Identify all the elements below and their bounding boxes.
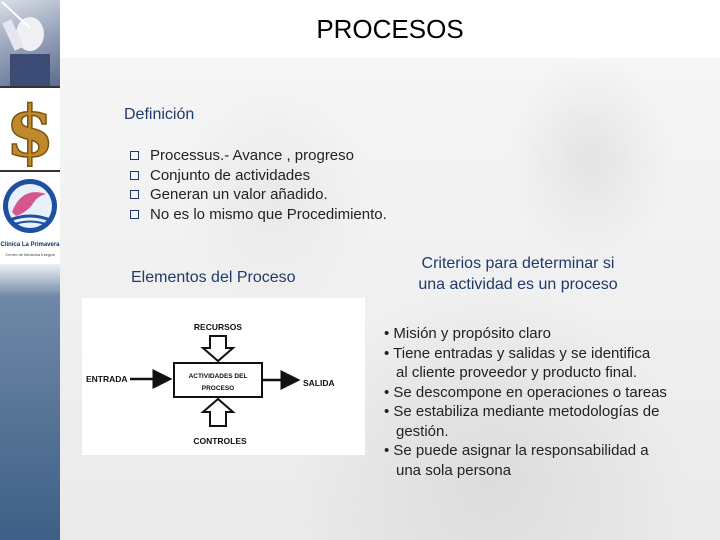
list-item-text: • Se descompone en operaciones o tareas: [384, 383, 667, 401]
checkbox-bullet-icon: [130, 151, 139, 160]
checkbox-bullet-icon: [130, 190, 139, 199]
list-item-continuation: gestión.: [396, 422, 449, 440]
list-item: Processus.- Avance , progreso: [130, 146, 387, 166]
list-item-continuation: al cliente proveedor y producto final.: [396, 364, 637, 381]
diagram-entrada: ENTRADA: [86, 374, 128, 384]
definition-list: Processus.- Avance , progreso Conjunto d…: [130, 146, 387, 224]
list-item-text: Conjunto de actividades: [150, 166, 311, 184]
elements-heading: Elementos del Proceso: [131, 269, 296, 286]
list-item: Conjunto de actividades: [130, 166, 387, 186]
list-item: • Se descompone en operaciones o tareas: [384, 383, 714, 403]
list-item: • Tiene entradas y salidas y se identifi…: [384, 344, 714, 383]
list-item-text: Generan un valor añadido.: [150, 186, 328, 203]
list-item-text: • Se estabiliza mediante metodologías de: [384, 403, 660, 420]
diagram-recursos: RECURSOS: [194, 322, 243, 332]
list-item-text: • Tiene entradas y salidas y se identifi…: [384, 344, 651, 362]
process-diagram: RECURSOS ENTRADA ACTIVIDADES DEL PROCESO…: [82, 298, 365, 455]
criteria-list: • Misión y propósito claro • Tiene entra…: [384, 324, 714, 480]
list-item: Generan un valor añadido.: [130, 185, 387, 205]
list-item-continuation: una sola persona: [396, 461, 512, 479]
list-item: • Misión y propósito claro: [384, 324, 714, 344]
dollar-sign-icon: $: [0, 88, 60, 174]
header-bar: [60, 0, 720, 58]
list-item: • Se puede asignar la responsabilidad a u…: [384, 441, 714, 480]
diagram-salida: SALIDA: [303, 378, 335, 388]
list-item-text: Processus.- Avance , progreso: [150, 147, 354, 164]
list-item: • Se estabiliza mediante metodologías de…: [384, 402, 714, 441]
surgeon-photo-icon: [0, 0, 60, 88]
diagram-actividades-1: ACTIVIDADES DEL: [189, 373, 248, 380]
clinic-logo: Clinica La Primavera Centro de Medicina …: [0, 172, 60, 264]
list-item-text: • Misión y propósito claro: [384, 325, 551, 342]
checkbox-bullet-icon: [130, 209, 139, 219]
checkbox-bullet-icon: [130, 170, 139, 180]
up-arrow-icon: [200, 397, 236, 427]
left-sidebar: $ Clinica La Primavera Centro de Medicin…: [0, 0, 60, 540]
background-photo: [60, 50, 720, 540]
page-title: PROCESOS: [316, 14, 464, 44]
dolphin-logo-icon: [3, 179, 57, 233]
criteria-heading: Criterios para determinar si una activid…: [398, 253, 638, 295]
svg-text:$: $: [6, 90, 55, 170]
list-item: No es lo mismo que Procedimiento.: [130, 205, 387, 225]
logo-subcaption: Centro de Medicina Integral: [5, 252, 55, 257]
criteria-heading-line2: una actividad es un proceso: [418, 276, 618, 293]
definition-heading: Definición: [124, 106, 195, 123]
list-item-text: • Se puede asignar la responsabilidad a: [384, 442, 649, 459]
diagram-controles: CONTROLES: [193, 436, 247, 446]
list-item-text: No es lo mismo que Procedimiento.: [150, 205, 387, 223]
criteria-heading-line1: Criterios para determinar si: [421, 255, 615, 272]
down-arrow-icon: [200, 335, 236, 363]
logo-caption: Clinica La Primavera: [0, 242, 60, 248]
diagram-actividades-2: PROCESO: [202, 385, 235, 392]
